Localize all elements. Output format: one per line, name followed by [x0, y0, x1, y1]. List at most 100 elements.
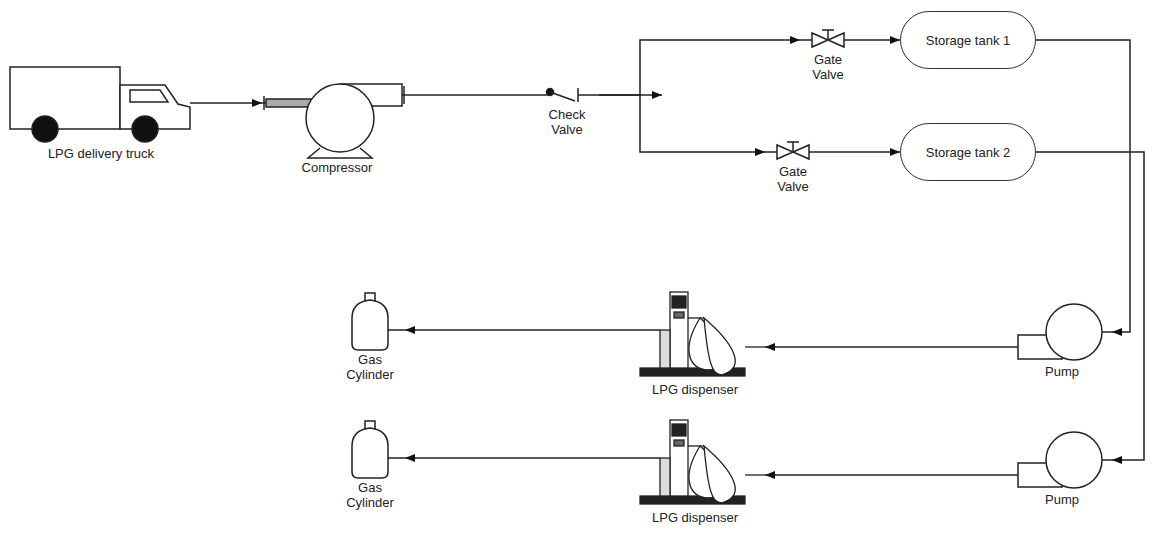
pipe-connector: [599, 95, 765, 152]
pump-symbol: [1102, 331, 1112, 333]
dispenser-symbol: [674, 440, 684, 446]
check-valve-symbol: [535, 88, 599, 102]
equipment-label: LPG dispenser: [625, 510, 765, 525]
gate-valve-symbol: [800, 30, 856, 47]
gas-cylinder-symbol: [352, 428, 388, 478]
gate-valve-symbol: [844, 39, 856, 41]
pipe-connector: [599, 40, 800, 95]
tank-label: Storage tank 1: [926, 33, 1011, 48]
gate-valve-symbol: [793, 145, 809, 159]
pump-symbol: [1102, 459, 1112, 461]
truck-symbol: [32, 116, 58, 142]
dispenser-symbol: [625, 329, 660, 330]
symbol-space: [8, 62, 194, 146]
compressor-symbol: [262, 84, 412, 158]
gate-valve: Gate Valve: [800, 28, 856, 82]
gate-valve-symbol: [812, 33, 828, 47]
dispenser-symbol: [672, 424, 686, 436]
equipment-label: LPG delivery truck: [8, 146, 194, 161]
pipe-connector: [856, 39, 900, 41]
gas-cylinder: Gas Cylinder: [335, 292, 405, 382]
check-valve-symbol: [535, 94, 548, 96]
gate-valve-symbol: [792, 142, 794, 152]
truck-symbol: [10, 67, 120, 129]
gate-valve: Gate Valve: [765, 140, 821, 194]
dispenser-symbol: [670, 292, 688, 368]
gate-valve-symbol: [777, 145, 793, 159]
gate-valve-symbol: [765, 142, 821, 159]
pipe-connector: [194, 102, 262, 104]
equipment-label: Check Valve: [535, 107, 599, 137]
truck-symbol: [132, 116, 158, 142]
symbol-space: [262, 72, 412, 160]
dispenser-symbol: [660, 330, 670, 368]
gas-cylinder-symbol: [388, 329, 405, 331]
symbol-space: [800, 28, 856, 52]
pump-symbol: [1012, 304, 1112, 360]
truck-symbol: [130, 90, 168, 102]
gate-valve-symbol: [822, 29, 834, 31]
gas-cylinder-symbol: [352, 293, 405, 350]
check-valve: Check Valve: [535, 77, 599, 137]
gas-cylinder-symbol: [388, 457, 405, 459]
pump: Pump: [1012, 300, 1112, 379]
dispenser-symbol: [745, 346, 765, 347]
pump-symbol: [1046, 432, 1102, 488]
pipe-connector: [765, 474, 1012, 476]
symbol-space: [625, 282, 765, 382]
branch-arrow: [640, 94, 662, 96]
dispenser-symbol: [672, 296, 686, 308]
gate-valve-symbol: [800, 39, 812, 41]
storage-tank: Storage tank 2: [900, 123, 1036, 181]
symbol-space: [535, 77, 599, 107]
pipe-connector: [412, 94, 535, 96]
equipment-label: Pump: [1012, 364, 1112, 379]
check-valve-symbol: [550, 92, 575, 101]
compressor-symbol: [306, 84, 374, 152]
gate-valve-symbol: [765, 151, 777, 153]
symbol-space: [765, 140, 821, 164]
equipment-label: Compressor: [262, 160, 412, 175]
dispenser-symbol: [704, 446, 735, 503]
symbol-space: [335, 292, 405, 352]
pump-symbol: [1012, 474, 1018, 476]
pipe-connector: [765, 346, 1012, 348]
equipment-label: Gate Valve: [765, 164, 821, 194]
pump-symbol: [1012, 432, 1112, 488]
truck-symbol: [10, 67, 194, 142]
dispenser-symbol: [625, 292, 765, 376]
equipment-label: LPG dispenser: [625, 382, 765, 397]
gate-valve-symbol: [809, 151, 821, 153]
equipment-label: Pump: [1012, 492, 1112, 507]
compressor: Compressor: [262, 72, 412, 175]
lpg-dispenser: LPG dispenser: [625, 282, 765, 397]
gas-cylinder-symbol: [352, 421, 405, 478]
dispenser-symbol: [625, 420, 765, 504]
symbol-space: [1012, 300, 1112, 364]
symbol-space: [1012, 428, 1112, 492]
dispenser-symbol: [660, 458, 670, 496]
symbol-space: [335, 420, 405, 480]
pipe-connector: [1036, 152, 1144, 460]
dispenser-symbol: [688, 317, 704, 318]
lpg-dispenser: LPG dispenser: [625, 410, 765, 525]
gate-valve-symbol: [827, 30, 829, 40]
storage-tank: Storage tank 1: [900, 11, 1036, 69]
gas-cylinder: Gas Cylinder: [335, 420, 405, 510]
gate-valve-symbol: [828, 33, 844, 47]
pipe-connector: [405, 457, 625, 459]
symbol-space: [625, 410, 765, 510]
branch-arrow: [640, 94, 662, 96]
dispenser-symbol: [625, 457, 660, 458]
check-valve-symbol: [578, 94, 599, 96]
truck-symbol: [190, 102, 194, 104]
dispenser-symbol: [704, 318, 735, 375]
delivery-truck: LPG delivery truck: [8, 62, 194, 161]
pump-symbol: [1046, 304, 1102, 360]
dispenser-symbol: [745, 474, 765, 475]
gas-cylinder-symbol: [352, 300, 388, 350]
pump: Pump: [1012, 428, 1112, 507]
equipment-label: Gas Cylinder: [335, 480, 405, 510]
